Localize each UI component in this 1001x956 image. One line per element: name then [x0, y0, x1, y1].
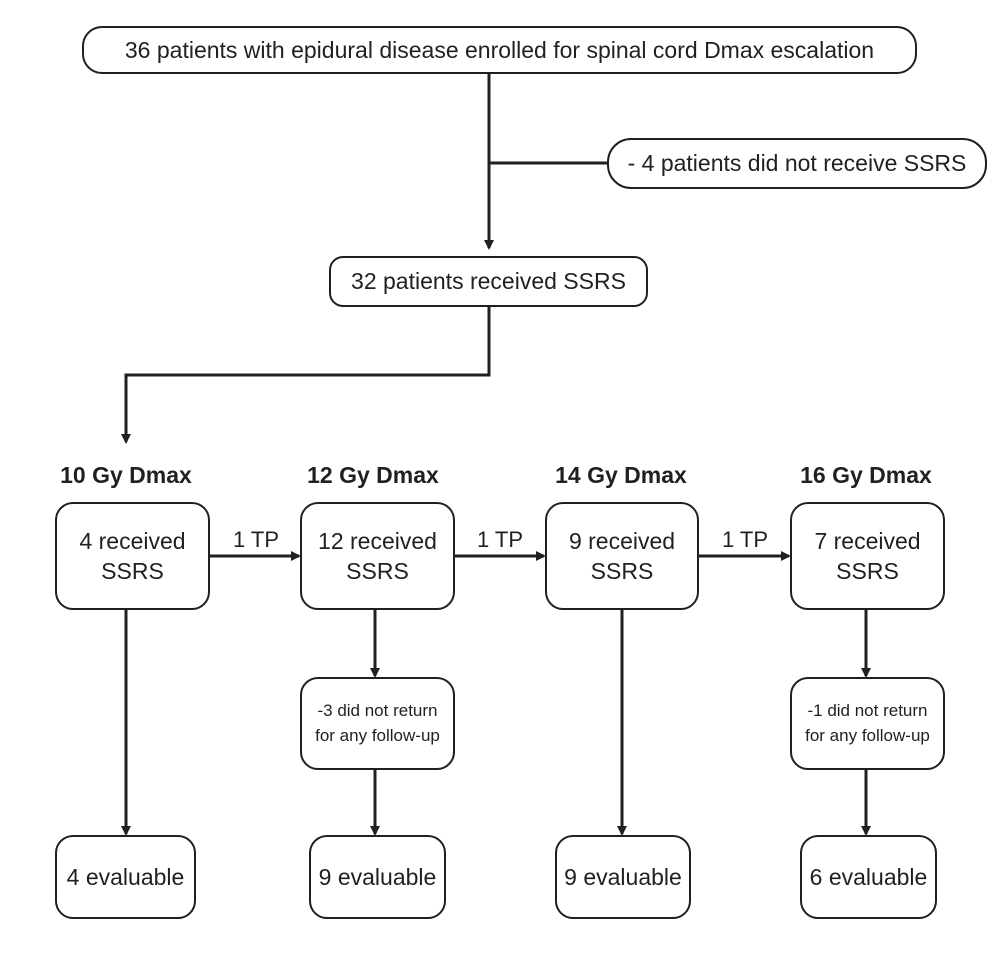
arm-dropout-12gy: -3 did not return for any follow-up: [300, 677, 455, 770]
arm-dropout-16gy: -1 did not return for any follow-up: [790, 677, 945, 770]
arm-evaluable-12gy: 9 evaluable: [309, 835, 446, 919]
transition-label-12-14: 1 TP: [476, 527, 524, 552]
arm-dose-10gy: 10 Gy Dmax: [60, 462, 192, 488]
excluded-box: - 4 patients did not receive SSRS: [607, 138, 987, 189]
arm-evaluable-16gy: 6 evaluable: [800, 835, 937, 919]
arm-received-14gy: 9 received SSRS: [545, 502, 699, 610]
arrow-received-to-10gy: [121, 306, 491, 444]
arm-evaluable-10gy: 4 evaluable: [55, 835, 196, 919]
enrolled-box: 36 patients with epidural disease enroll…: [82, 26, 917, 74]
received-box: 32 patients received SSRS: [329, 256, 648, 307]
arm-dose-12gy: 12 Gy Dmax: [307, 462, 439, 488]
arm-dose-14gy: 14 Gy Dmax: [555, 462, 687, 488]
arm-received-12gy: 12 received SSRS: [300, 502, 455, 610]
arm-received-10gy: 4 received SSRS: [55, 502, 210, 610]
arm-received-16gy: 7 received SSRS: [790, 502, 945, 610]
transition-label-10-12: 1 TP: [232, 527, 280, 552]
transition-label-14-16: 1 TP: [721, 527, 769, 552]
arm-evaluable-14gy: 9 evaluable: [555, 835, 691, 919]
arm-dose-16gy: 16 Gy Dmax: [800, 462, 932, 488]
